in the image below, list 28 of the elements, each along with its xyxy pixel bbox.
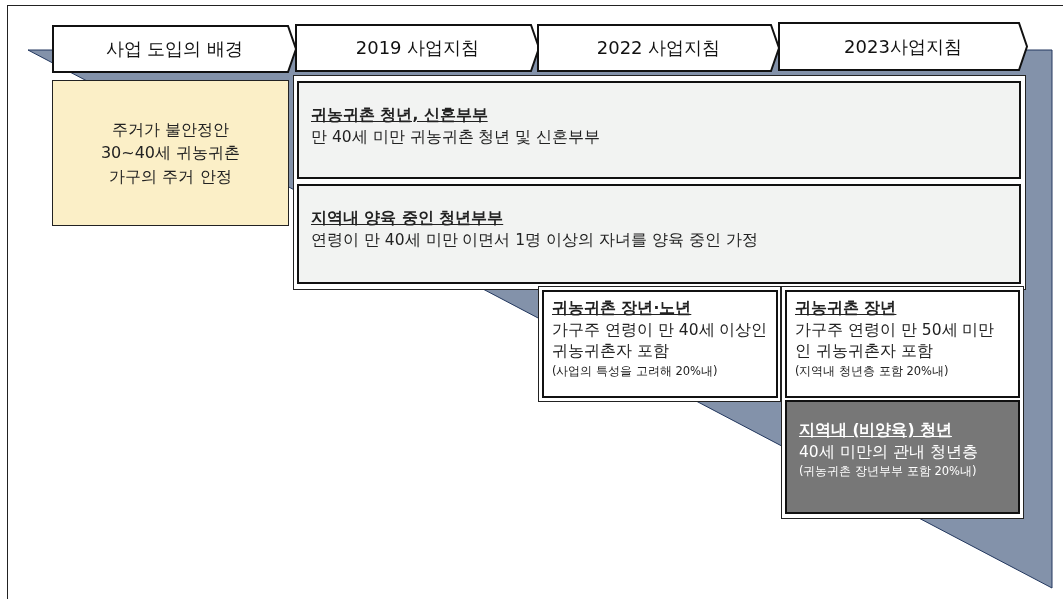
target-box — [542, 290, 778, 398]
box-description: 가구주 연령이 만 50세 미만인 귀농귀촌자 포함 — [795, 319, 996, 363]
target-box — [785, 290, 1020, 398]
box-heading: 지역내 (비양육) 청년 — [799, 420, 952, 441]
target-box — [297, 184, 1021, 284]
stage-header — [295, 24, 540, 72]
box-note: (지역내 청년층 포함 20%내) — [795, 363, 950, 380]
box-note: (귀농귀촌 장년부부 포함 20%내) — [799, 463, 978, 480]
stage-label: 2022 사업지침 — [596, 36, 721, 60]
stage-header — [52, 25, 297, 73]
stage-header — [537, 24, 780, 72]
background-box — [52, 80, 289, 226]
box-description: 연령이 만 40세 미만 이면서 1명 이상의 자녀를 양육 중인 가정 — [311, 229, 759, 251]
box-description: 40세 미만의 관내 청년층 — [799, 441, 979, 463]
stage-label: 사업 도입의 배경 — [105, 37, 244, 61]
stage-label: 2023사업지침 — [844, 34, 962, 59]
box-description: 만 40세 미만 귀농귀촌 청년 및 신혼부부 — [311, 126, 602, 148]
stage-label: 2019 사업지침 — [355, 36, 480, 60]
box-heading: 지역내 양육 중인 청년부부 — [311, 208, 504, 229]
target-box — [785, 400, 1020, 514]
box-note: (사업의 특성을 고려해 20%내) — [552, 363, 719, 380]
box-description: 가구주 연령이 만 40세 이상인 귀농귀촌자 포함 — [552, 319, 768, 363]
stage-header — [778, 22, 1028, 71]
target-box — [297, 81, 1021, 179]
box-heading: 귀농귀촌 청년, 신혼부부 — [311, 105, 488, 126]
background-text: 주거가 불안정안 30~40세 귀농귀촌 가구의 주거 안정 — [99, 119, 242, 188]
box-heading: 귀농귀촌 장년·노년 — [552, 298, 692, 319]
box-heading: 귀농귀촌 장년 — [795, 298, 897, 319]
